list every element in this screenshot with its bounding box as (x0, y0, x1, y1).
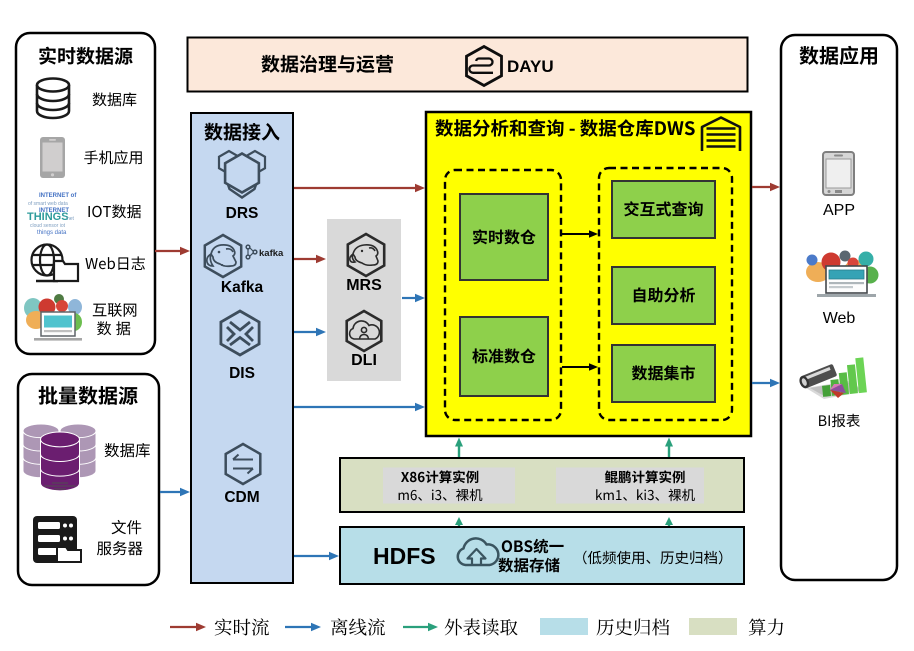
svg-text:INTERNET: INTERNET (39, 208, 69, 214)
svg-text:net: net (67, 216, 75, 222)
svg-text:DRS: DRS (226, 205, 259, 222)
svg-text:THINGS: THINGS (27, 211, 69, 223)
svg-text:MRS: MRS (346, 277, 382, 294)
svg-text:INTERNET of: INTERNET of (39, 193, 77, 199)
svg-text:HDFS: HDFS (373, 543, 436, 569)
svg-text:DAYU: DAYU (507, 57, 554, 76)
svg-text:kafka: kafka (259, 248, 284, 259)
svg-text:DIS: DIS (229, 365, 255, 382)
svg-text:DLI: DLI (351, 352, 377, 369)
svg-text:Web: Web (823, 310, 856, 327)
svg-text:things data: things data (37, 230, 67, 236)
svg-text:cloud sensor iot: cloud sensor iot (30, 223, 66, 229)
svg-text:of smart web data: of smart web data (28, 201, 68, 207)
svg-text:Kafka: Kafka (221, 279, 264, 296)
svg-text:APP: APP (823, 202, 855, 219)
svg-text:CDM: CDM (224, 489, 259, 506)
